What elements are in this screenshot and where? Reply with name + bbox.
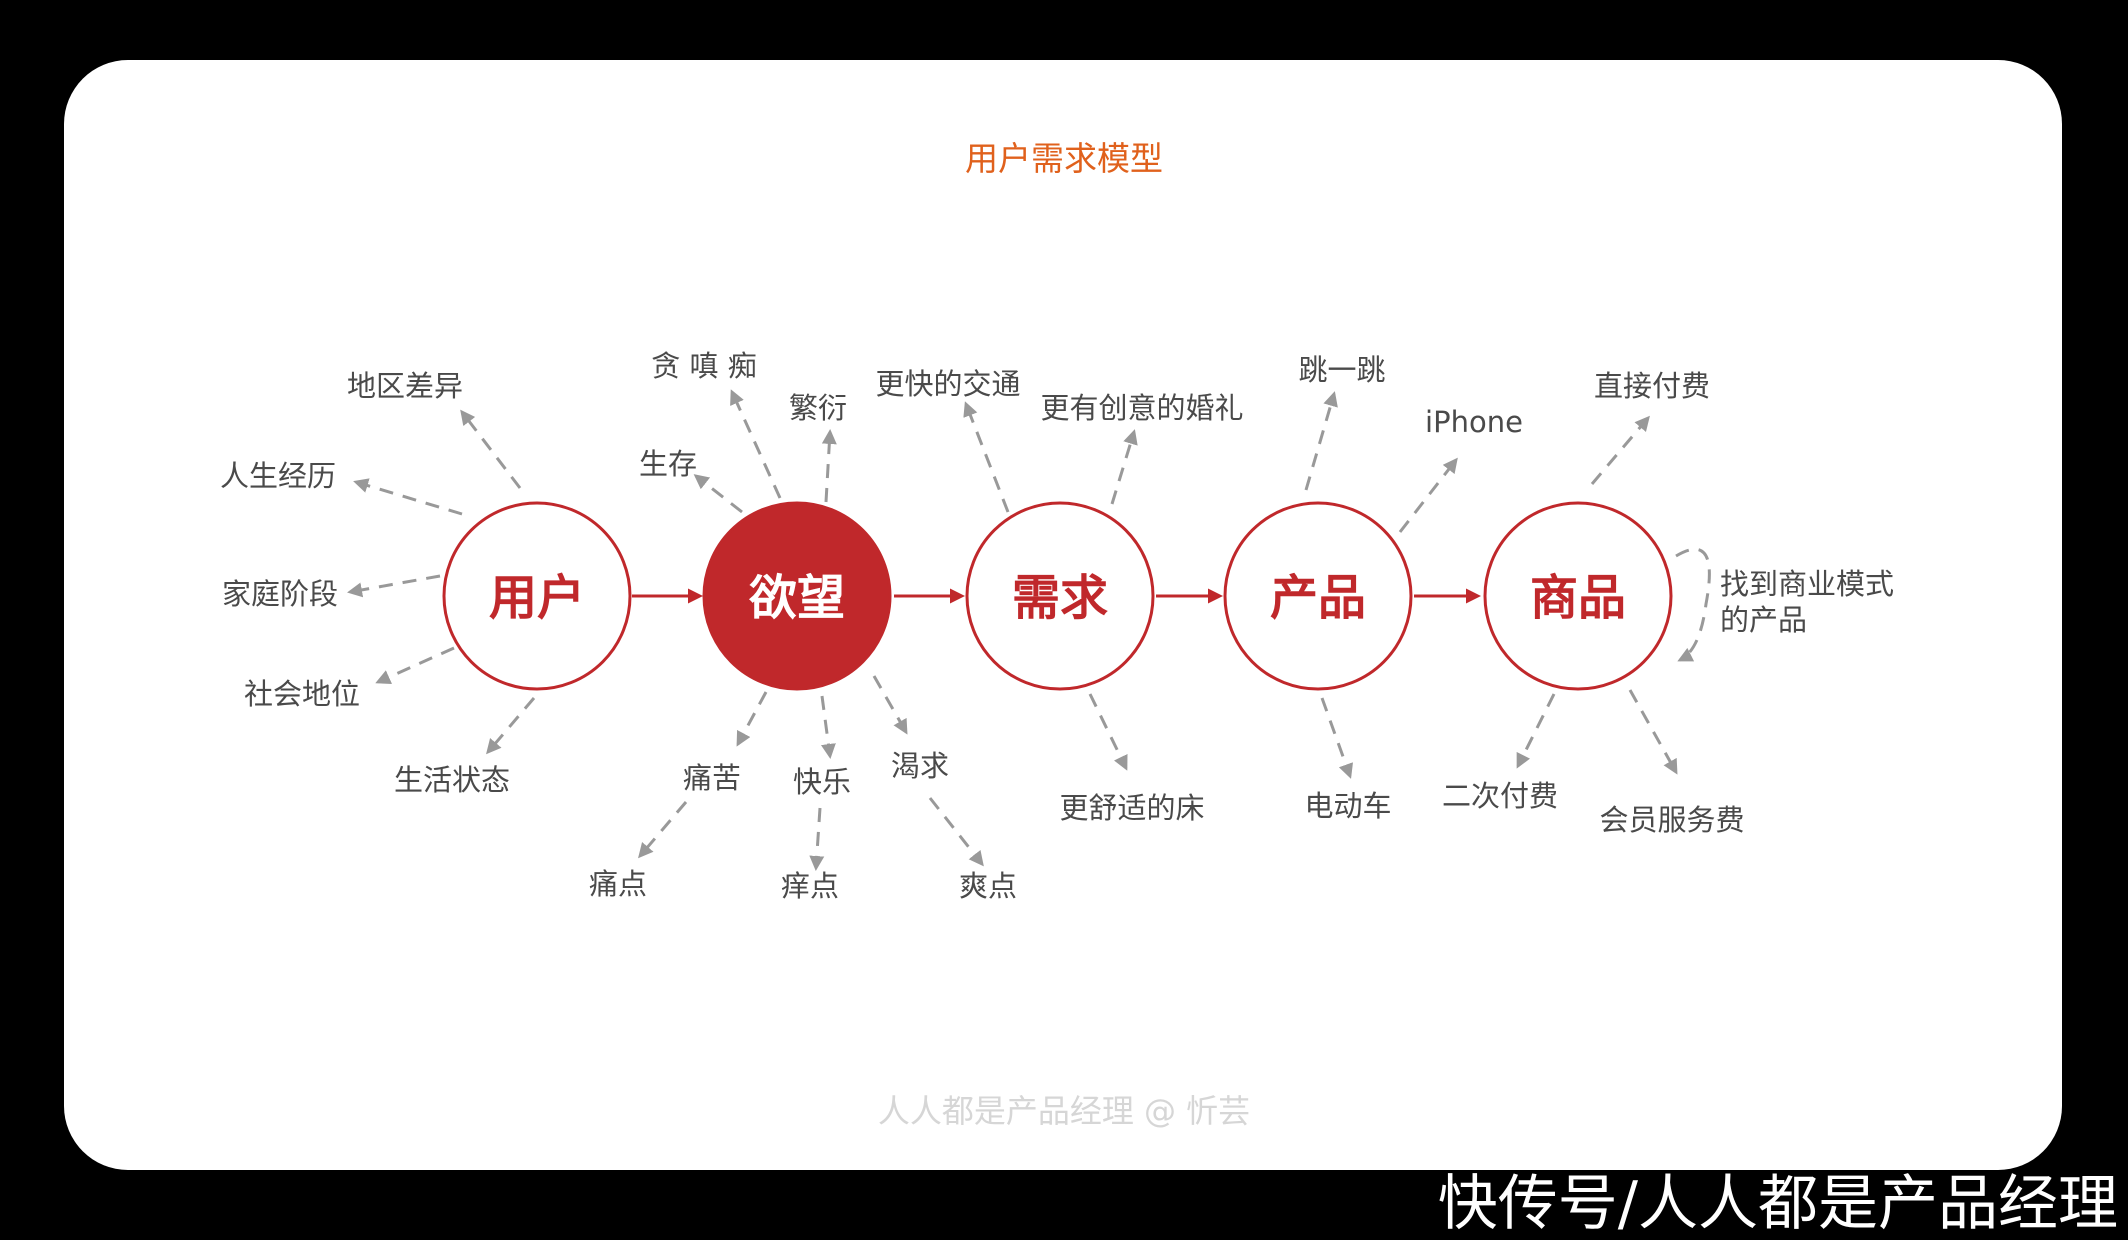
label-life-state: 生活状态 xyxy=(394,763,510,797)
label-pain-point: 痛点 xyxy=(589,867,647,901)
label-ebike: 电动车 xyxy=(1304,789,1391,823)
arrow-commodity-direct xyxy=(1590,415,1650,485)
arrow-product-ebike xyxy=(1320,697,1354,779)
label-life-experience: 人生经历 xyxy=(220,459,336,493)
label-craving: 渴求 xyxy=(891,749,949,783)
arrow-commodity-secondary xyxy=(1516,693,1556,769)
node-commodity: 商品 xyxy=(1483,501,1673,691)
arrow-user-status xyxy=(375,646,455,684)
arrow-desire-survival xyxy=(693,474,743,514)
label-faster-transport: 更快的交通 xyxy=(875,367,1020,401)
label-direct-pay: 直接付费 xyxy=(1594,369,1710,403)
node-need: 需求 xyxy=(965,501,1155,691)
arrow-product-jump xyxy=(1304,391,1338,491)
arrow-user-family xyxy=(347,574,441,598)
label-region-diff: 地区差异 xyxy=(347,369,463,403)
label-itch-point: 痒点 xyxy=(781,869,839,903)
label-secondary-pay: 二次付费 xyxy=(1442,779,1558,813)
label-family-stage: 家庭阶段 xyxy=(222,577,338,611)
arrow-craving-coolpoint xyxy=(928,797,984,867)
label-business-model-line1: 找到商业模式 xyxy=(1720,567,1894,601)
node-user-label: 用户 xyxy=(489,570,585,626)
arrow-user-experience xyxy=(353,478,463,516)
arrow-user-region xyxy=(460,409,522,489)
arrow-user-life xyxy=(486,697,536,755)
node-desire-label: 欲望 xyxy=(748,570,845,626)
arrow-desire-joy xyxy=(820,695,836,759)
label-joy: 快乐 xyxy=(793,765,851,799)
label-comfy-bed: 更舒适的床 xyxy=(1059,791,1204,825)
arrow-pain-painpoint xyxy=(638,801,688,859)
arrow-desire-greed xyxy=(730,389,782,499)
arrow-desire-reproduce xyxy=(821,429,837,503)
label-greed-anger-ignorance: 贪 嗔 痴 xyxy=(651,349,756,383)
footer-source: 快传号/人人都是产品经理 xyxy=(1437,1169,2118,1239)
label-creative-wedding: 更有创意的婚礼 xyxy=(1040,391,1243,425)
label-social-status: 社会地位 xyxy=(244,677,360,711)
watermark: 人人都是产品经理 @ 忻芸 xyxy=(877,1092,1251,1130)
diagram-title: 用户需求模型 xyxy=(965,139,1163,178)
node-product: 产品 xyxy=(1223,501,1413,691)
arrow-commodity-loop xyxy=(1675,547,1711,662)
label-pain: 痛苦 xyxy=(683,761,741,795)
arrow-commodity-member xyxy=(1628,689,1678,775)
label-survival: 生存 xyxy=(639,447,697,481)
node-desire: 欲望 xyxy=(702,501,892,691)
arrow-desire-pain xyxy=(736,691,768,747)
label-cool-point: 爽点 xyxy=(959,869,1017,903)
label-reproduce: 繁衍 xyxy=(789,391,847,425)
label-member-fee: 会员服务费 xyxy=(1599,803,1744,837)
arrow-desire-craving xyxy=(872,675,908,735)
arrow-need-bed xyxy=(1088,693,1128,771)
node-need-label: 需求 xyxy=(1012,570,1108,626)
arrow-product-iphone xyxy=(1398,457,1458,533)
node-user: 用户 xyxy=(442,501,632,691)
arrow-need-transport xyxy=(963,401,1010,513)
label-jump-jump: 跳一跳 xyxy=(1298,353,1385,387)
label-iphone: iPhone xyxy=(1425,405,1523,439)
label-business-model-line2: 的产品 xyxy=(1720,603,1807,637)
arrow-need-wedding xyxy=(1110,429,1138,505)
arrow-joy-itchpoint xyxy=(809,807,825,871)
node-commodity-label: 商品 xyxy=(1530,570,1626,626)
node-product-label: 产品 xyxy=(1270,570,1366,626)
